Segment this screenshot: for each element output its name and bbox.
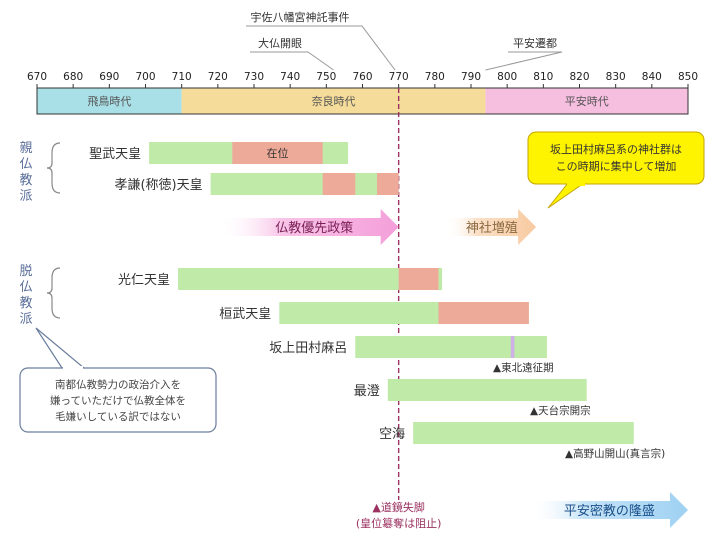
callout-bottom-line-1: 南都仏教勢力の政治介入を: [55, 378, 181, 391]
row-note-4: ▲東北遠征期: [493, 361, 554, 374]
tick-label-820: 820: [569, 71, 589, 83]
group-anti-char-4: 派: [19, 312, 32, 327]
callout-top-line-2: この時期に集中して増加: [556, 159, 677, 173]
row-5: 最澄 ▲天台宗開宗: [354, 379, 591, 417]
tick-label-680: 680: [63, 71, 83, 83]
event-label-2: 平安遷都: [513, 36, 557, 50]
tick-label-670: 670: [27, 71, 47, 83]
callout-bottom: 南都仏教勢力の政治介入を 嫌っていただけで仏教全体を 毛嫌いしている訳ではない: [19, 327, 217, 433]
tick-label-850: 850: [678, 71, 698, 83]
arrow-label-0: 仏教優先政策: [275, 220, 353, 236]
row-name-4: 坂上田村麻呂: [269, 341, 347, 356]
callout-bottom-pointer: [35, 327, 86, 369]
row-1-span-reign-1: [322, 173, 356, 195]
row-name-6: 空海: [379, 427, 405, 442]
callout-bottom-line-2: 嫌っていただけで仏教全体を: [50, 394, 186, 407]
tick-label-700: 700: [135, 71, 155, 83]
group-anti-char-1: 脱: [19, 264, 32, 279]
period-band: 飛鳥時代 奈良時代 平安時代: [36, 87, 689, 115]
row-note-5: ▲天台宗開宗: [530, 404, 591, 417]
group-pro-char-4: 派: [19, 189, 32, 204]
period-2: [485, 88, 688, 114]
period-label-2: 平安時代: [565, 94, 609, 108]
arrow-label-1: 神社増殖: [466, 220, 518, 236]
row-2: 光仁天皇: [118, 268, 443, 290]
row-4-span-life-0: [355, 336, 547, 358]
tick-label-840: 840: [642, 71, 662, 83]
arrow-label-2: 平安密教の隆盛: [564, 503, 655, 519]
group-pro-char-3: 教: [19, 172, 32, 188]
callout-top: 坂上田村麻呂系の神社群は この時期に集中して増加: [527, 131, 705, 209]
row-6-span-life-0: [413, 422, 634, 444]
row-2-span-life-0: [178, 268, 443, 290]
marker-note: ▲道鏡失脚: [372, 500, 424, 514]
row-name-1: 孝謙(称徳)天皇: [114, 178, 202, 193]
tick-label-710: 710: [172, 71, 192, 83]
row-1-span-life-0: [210, 173, 399, 195]
period-label-1: 奈良時代: [312, 94, 356, 108]
tick-label-750: 750: [316, 71, 336, 83]
period-1: [181, 88, 486, 114]
group-pro: 親 仏 教 派: [19, 141, 61, 204]
tick-label-730: 730: [244, 71, 264, 83]
row-note-6: ▲高野山開山(真言宗): [565, 447, 665, 460]
group-anti-char-2: 仏: [19, 280, 32, 295]
event-leader-1: [250, 51, 334, 71]
tick-label-810: 810: [533, 71, 553, 83]
callout-top-box: [527, 131, 705, 185]
row-1-span-reign-2: [376, 173, 399, 195]
tick-label-720: 720: [208, 71, 228, 83]
tick-label-830: 830: [606, 71, 626, 83]
row-name-3: 桓武天皇: [219, 307, 271, 322]
event-leader-2: [485, 51, 563, 71]
row-name-0: 聖武天皇: [89, 147, 141, 162]
row-4: 坂上田村麻呂 ▲東北遠征期: [269, 336, 554, 374]
tick-label-770: 770: [389, 71, 409, 83]
group-pro-char-1: 親: [19, 141, 32, 156]
row-2-span-reign-1: [398, 268, 439, 290]
row-0-span-reign-1: [232, 142, 323, 164]
group-anti-char-3: 教: [19, 295, 32, 311]
group-anti: 脱 仏 教 派: [19, 264, 61, 327]
row-name-5: 最澄: [354, 384, 380, 399]
row-3-span-reign-1: [438, 302, 529, 324]
tick-label-740: 740: [280, 71, 300, 83]
tick-label-760: 760: [352, 71, 372, 83]
row-4-span-campaign-1: [510, 336, 515, 358]
callout-top-line-1: 坂上田村麻呂系の神社群は: [550, 142, 682, 156]
event-label-1: 大仏開眼: [258, 36, 302, 50]
row-0: 聖武天皇 在位: [89, 142, 349, 164]
row-0-span-label-1: 在位: [267, 146, 289, 160]
year-axis: 670 680 690 700 710 720 730 740 750 760 770 780 790 8…: [27, 71, 698, 88]
tick-label-790: 790: [461, 71, 481, 83]
group-anti-brace: [46, 267, 61, 319]
period-0: [37, 88, 182, 114]
arrow-0: [217, 209, 399, 245]
period-label-0: 飛鳥時代: [87, 94, 131, 108]
arrow-1: [445, 209, 537, 245]
event-leader-0: [246, 25, 396, 71]
row-3: 桓武天皇: [219, 302, 529, 324]
group-pro-brace: [46, 142, 61, 194]
row-6: 空海 ▲高野山開山(真言宗): [379, 422, 665, 460]
tick-label-800: 800: [497, 71, 517, 83]
marker-note-sub: (皇位簒奪は阻止): [356, 516, 442, 530]
callout-bottom-join: [63, 366, 83, 370]
arrow-2: [528, 492, 688, 528]
callout-top-join: [567, 180, 585, 186]
callout-bottom-box: [19, 367, 217, 433]
callout-top-pointer: [547, 182, 586, 209]
group-pro-char-2: 仏: [19, 157, 32, 172]
row-name-2: 光仁天皇: [118, 273, 170, 288]
row-1: 孝謙(称徳)天皇: [114, 173, 399, 195]
tick-label-780: 780: [425, 71, 445, 83]
tick-label-690: 690: [99, 71, 119, 83]
event-label-0: 宇佐八幡宮神託事件: [251, 10, 350, 24]
row-5-span-life-0: [387, 379, 587, 401]
callout-bottom-line-3: 毛嫌いしている訳ではない: [55, 410, 181, 423]
